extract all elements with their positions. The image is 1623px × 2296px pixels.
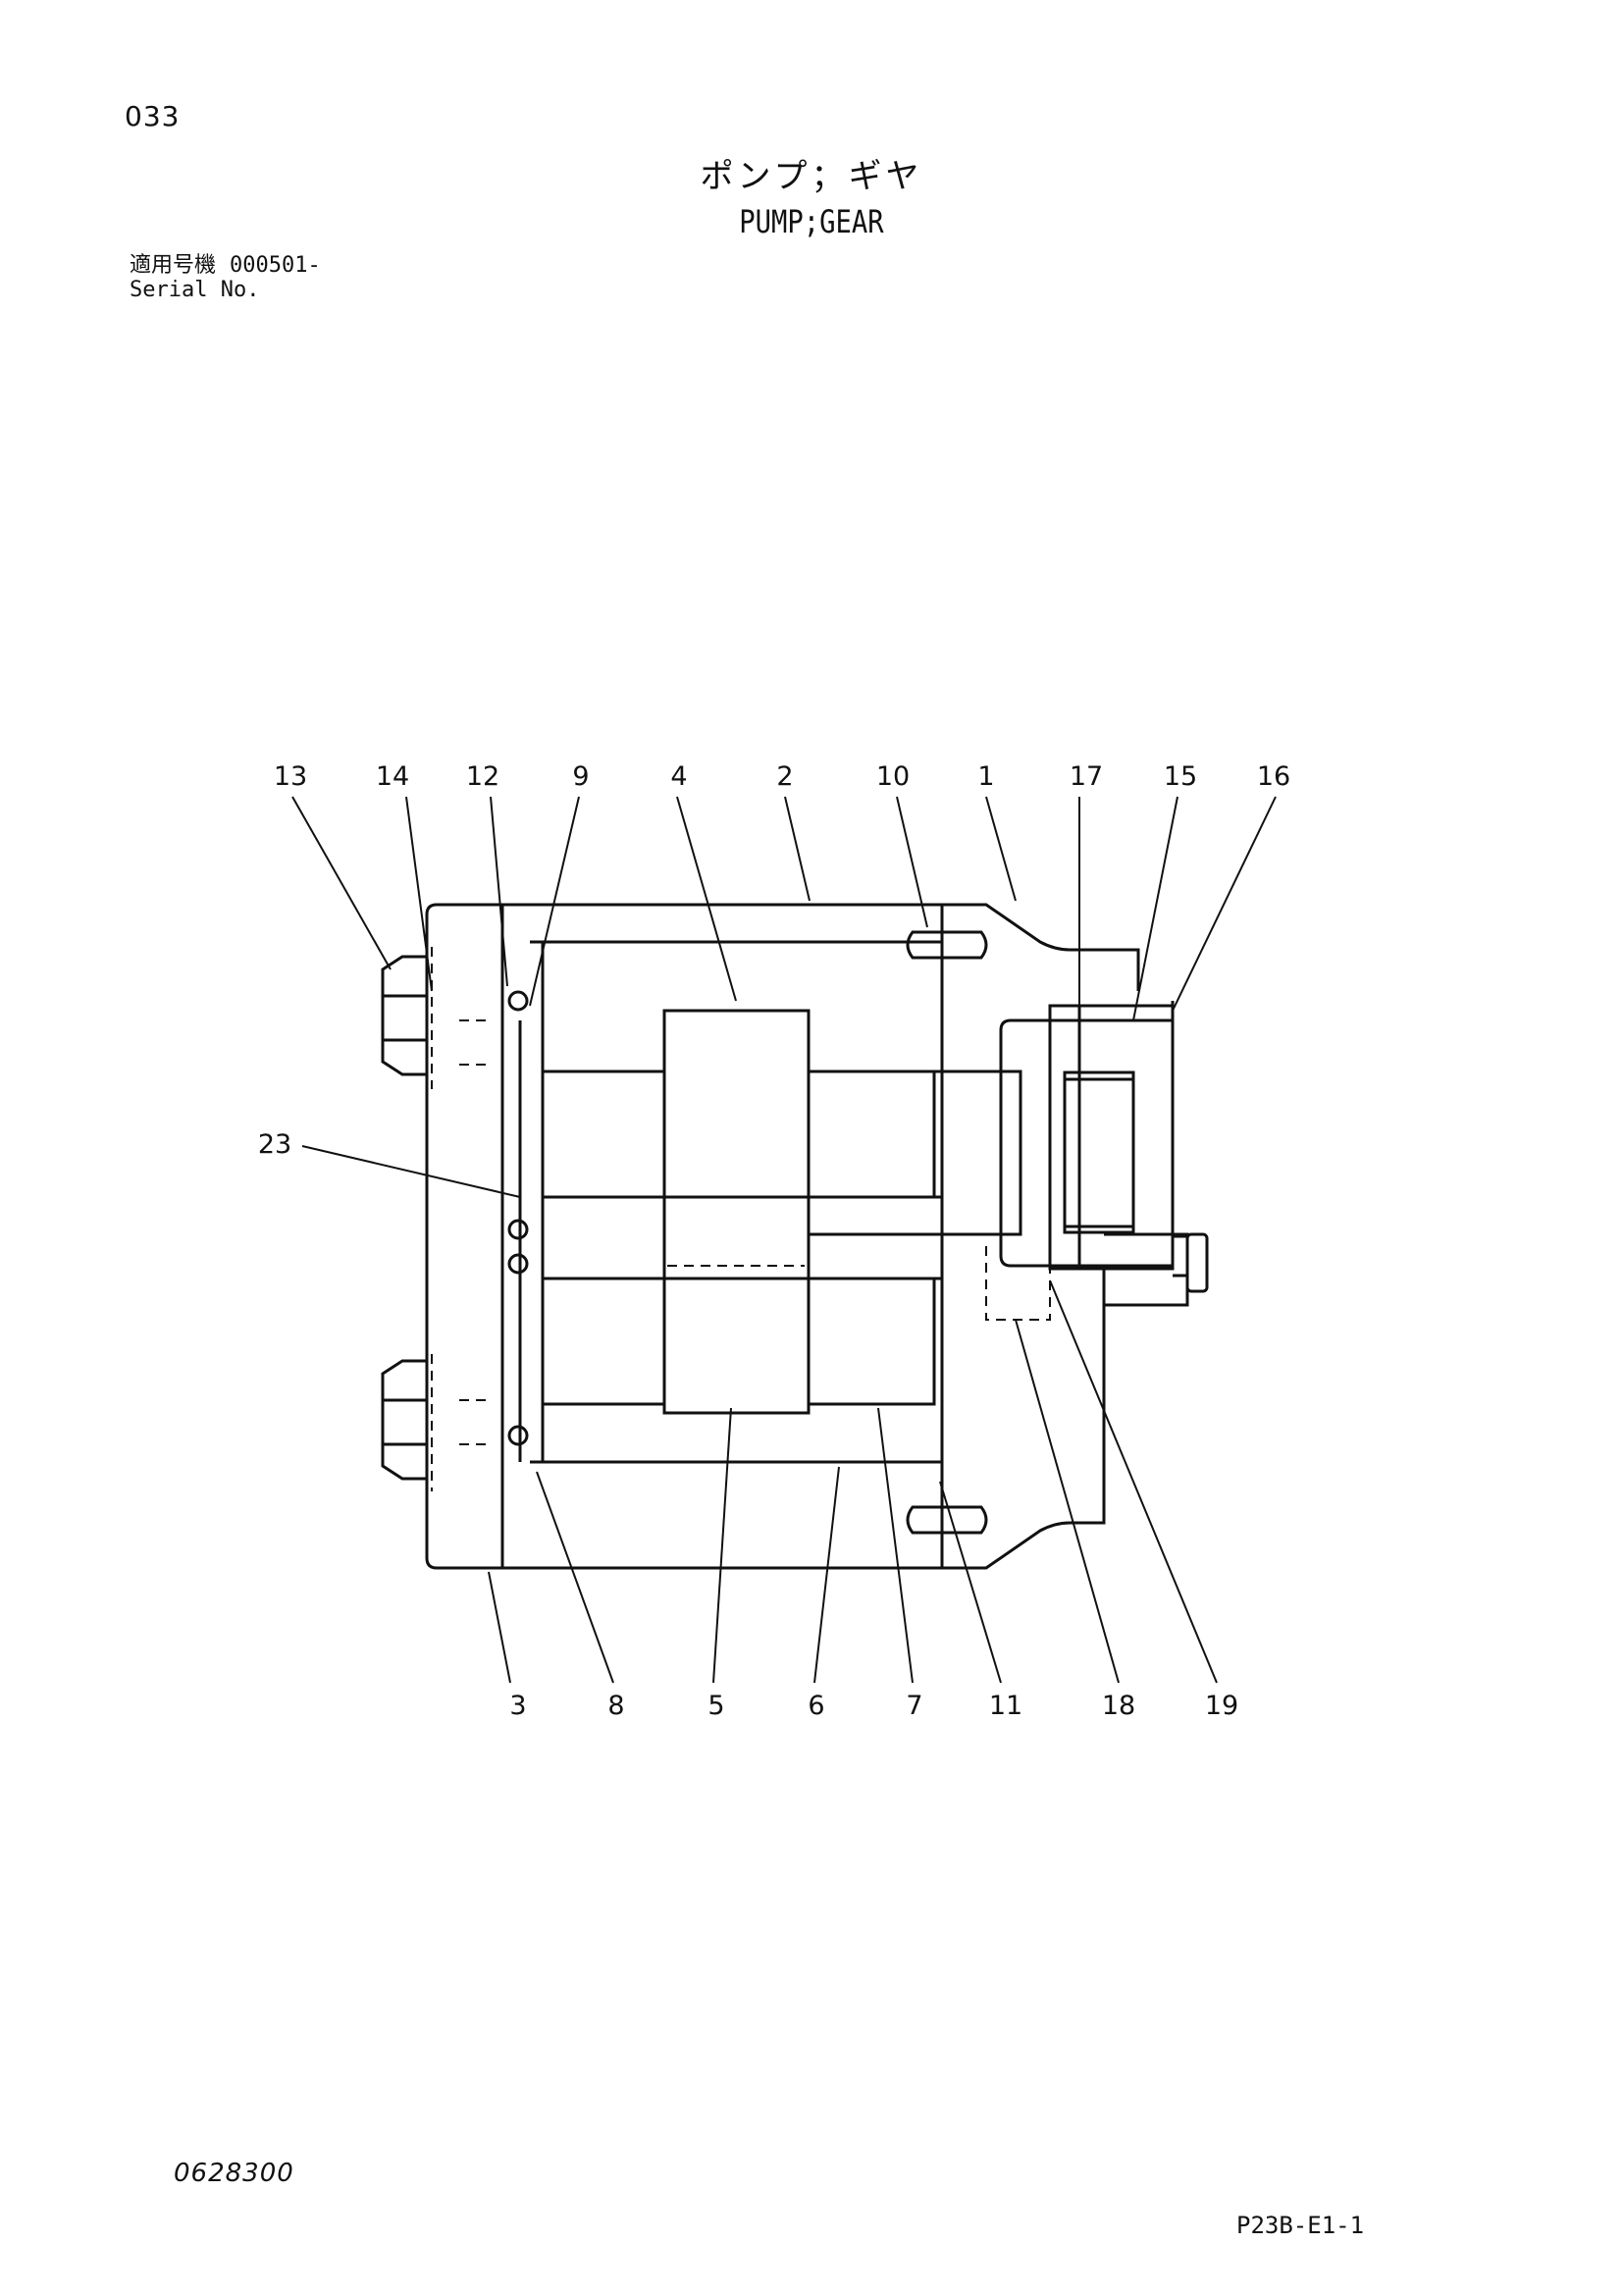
callout-6: 6 bbox=[808, 1691, 824, 1721]
document-code: 0628300 bbox=[174, 2159, 294, 2188]
callout-8: 8 bbox=[607, 1691, 624, 1721]
callout-15: 15 bbox=[1164, 761, 1197, 792]
callout-2: 2 bbox=[776, 761, 793, 792]
callout-17: 17 bbox=[1070, 761, 1103, 792]
callout-16: 16 bbox=[1257, 761, 1290, 792]
callout-4: 4 bbox=[670, 761, 687, 792]
page-number: 033 bbox=[125, 100, 181, 132]
callout-23: 23 bbox=[258, 1129, 291, 1160]
callout-labels: 13 14 12 9 4 2 10 1 17 15 16 23 3 8 5 6 … bbox=[258, 761, 1290, 1721]
callout-5: 5 bbox=[707, 1691, 724, 1721]
callout-9: 9 bbox=[572, 761, 589, 792]
callout-7: 7 bbox=[906, 1691, 922, 1721]
callout-19: 19 bbox=[1205, 1691, 1238, 1721]
pump-body-outline bbox=[381, 903, 1209, 1570]
callout-14: 14 bbox=[376, 761, 409, 792]
page-code: P23B-E1-1 bbox=[1236, 2212, 1365, 2239]
callout-13: 13 bbox=[274, 761, 307, 792]
title-english: PUMP;GEAR bbox=[739, 203, 884, 240]
callout-1: 1 bbox=[977, 761, 994, 792]
callout-10: 10 bbox=[876, 761, 910, 792]
serial-label-japanese: 適用号機 bbox=[130, 253, 217, 278]
callout-18: 18 bbox=[1102, 1691, 1135, 1721]
serial-value: 000501- bbox=[230, 253, 321, 278]
title-japanese: ポンプ；ギヤ bbox=[700, 157, 923, 196]
callout-3: 3 bbox=[509, 1691, 526, 1721]
serial-number-block: 適用号機 000501- Serial No. bbox=[130, 253, 321, 302]
leader-lines bbox=[291, 796, 1277, 1684]
serial-label-english: Serial No. bbox=[130, 278, 260, 302]
callout-11: 11 bbox=[989, 1691, 1022, 1721]
callout-12: 12 bbox=[466, 761, 499, 792]
